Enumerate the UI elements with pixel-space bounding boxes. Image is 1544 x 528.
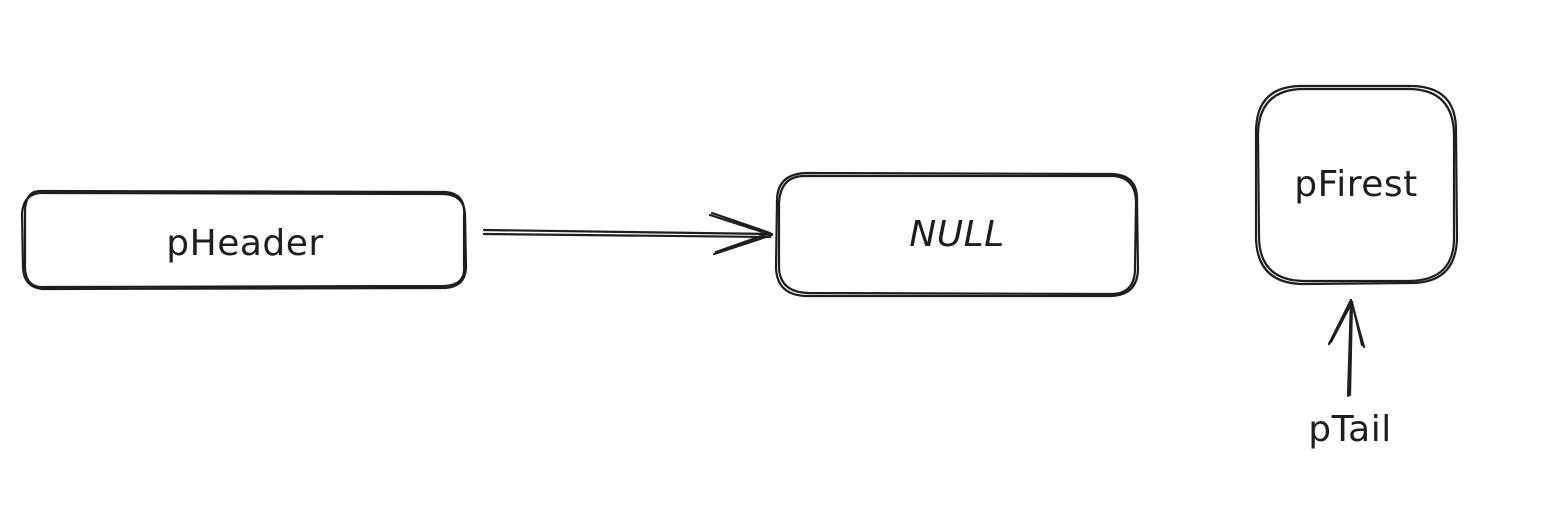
- node-null[interactable]: NULL: [774, 171, 1140, 298]
- edge-pheader-null-line-overstroke: [482, 232, 772, 239]
- label-ptail: pTail: [1308, 409, 1391, 450]
- node-pfirest-box-overstroke: [1256, 87, 1456, 283]
- node-pfirest-label: pFirest: [1294, 164, 1417, 205]
- node-null-label: NULL: [909, 214, 1004, 255]
- node-pheader-label: pHeader: [166, 223, 323, 264]
- edge-ptail-pfirest-arrowhead-overstroke: [1329, 300, 1364, 347]
- edge-pheader-null-arrowhead: [708, 213, 774, 256]
- edge-ptail-pfirest-line: [1346, 298, 1353, 398]
- edge-ptail-pfirest-arrowhead: [1327, 298, 1366, 349]
- edge-ptail-to-pfirest[interactable]: [1327, 298, 1366, 398]
- node-pheader[interactable]: pHeader: [20, 189, 468, 291]
- edge-pheader-to-null[interactable]: [482, 211, 774, 256]
- node-pheader-box-overstroke: [23, 189, 466, 289]
- edge-ptail-pfirest-line-overstroke: [1348, 300, 1354, 397]
- edge-pheader-null-arrowhead-overstroke: [710, 211, 772, 254]
- node-null-box-overstroke: [777, 174, 1138, 296]
- edge-pheader-null-line: [482, 228, 774, 236]
- node-null-box: [774, 171, 1140, 298]
- node-pfirest-box: [1254, 84, 1459, 286]
- node-pfirest[interactable]: pFirest: [1254, 84, 1459, 286]
